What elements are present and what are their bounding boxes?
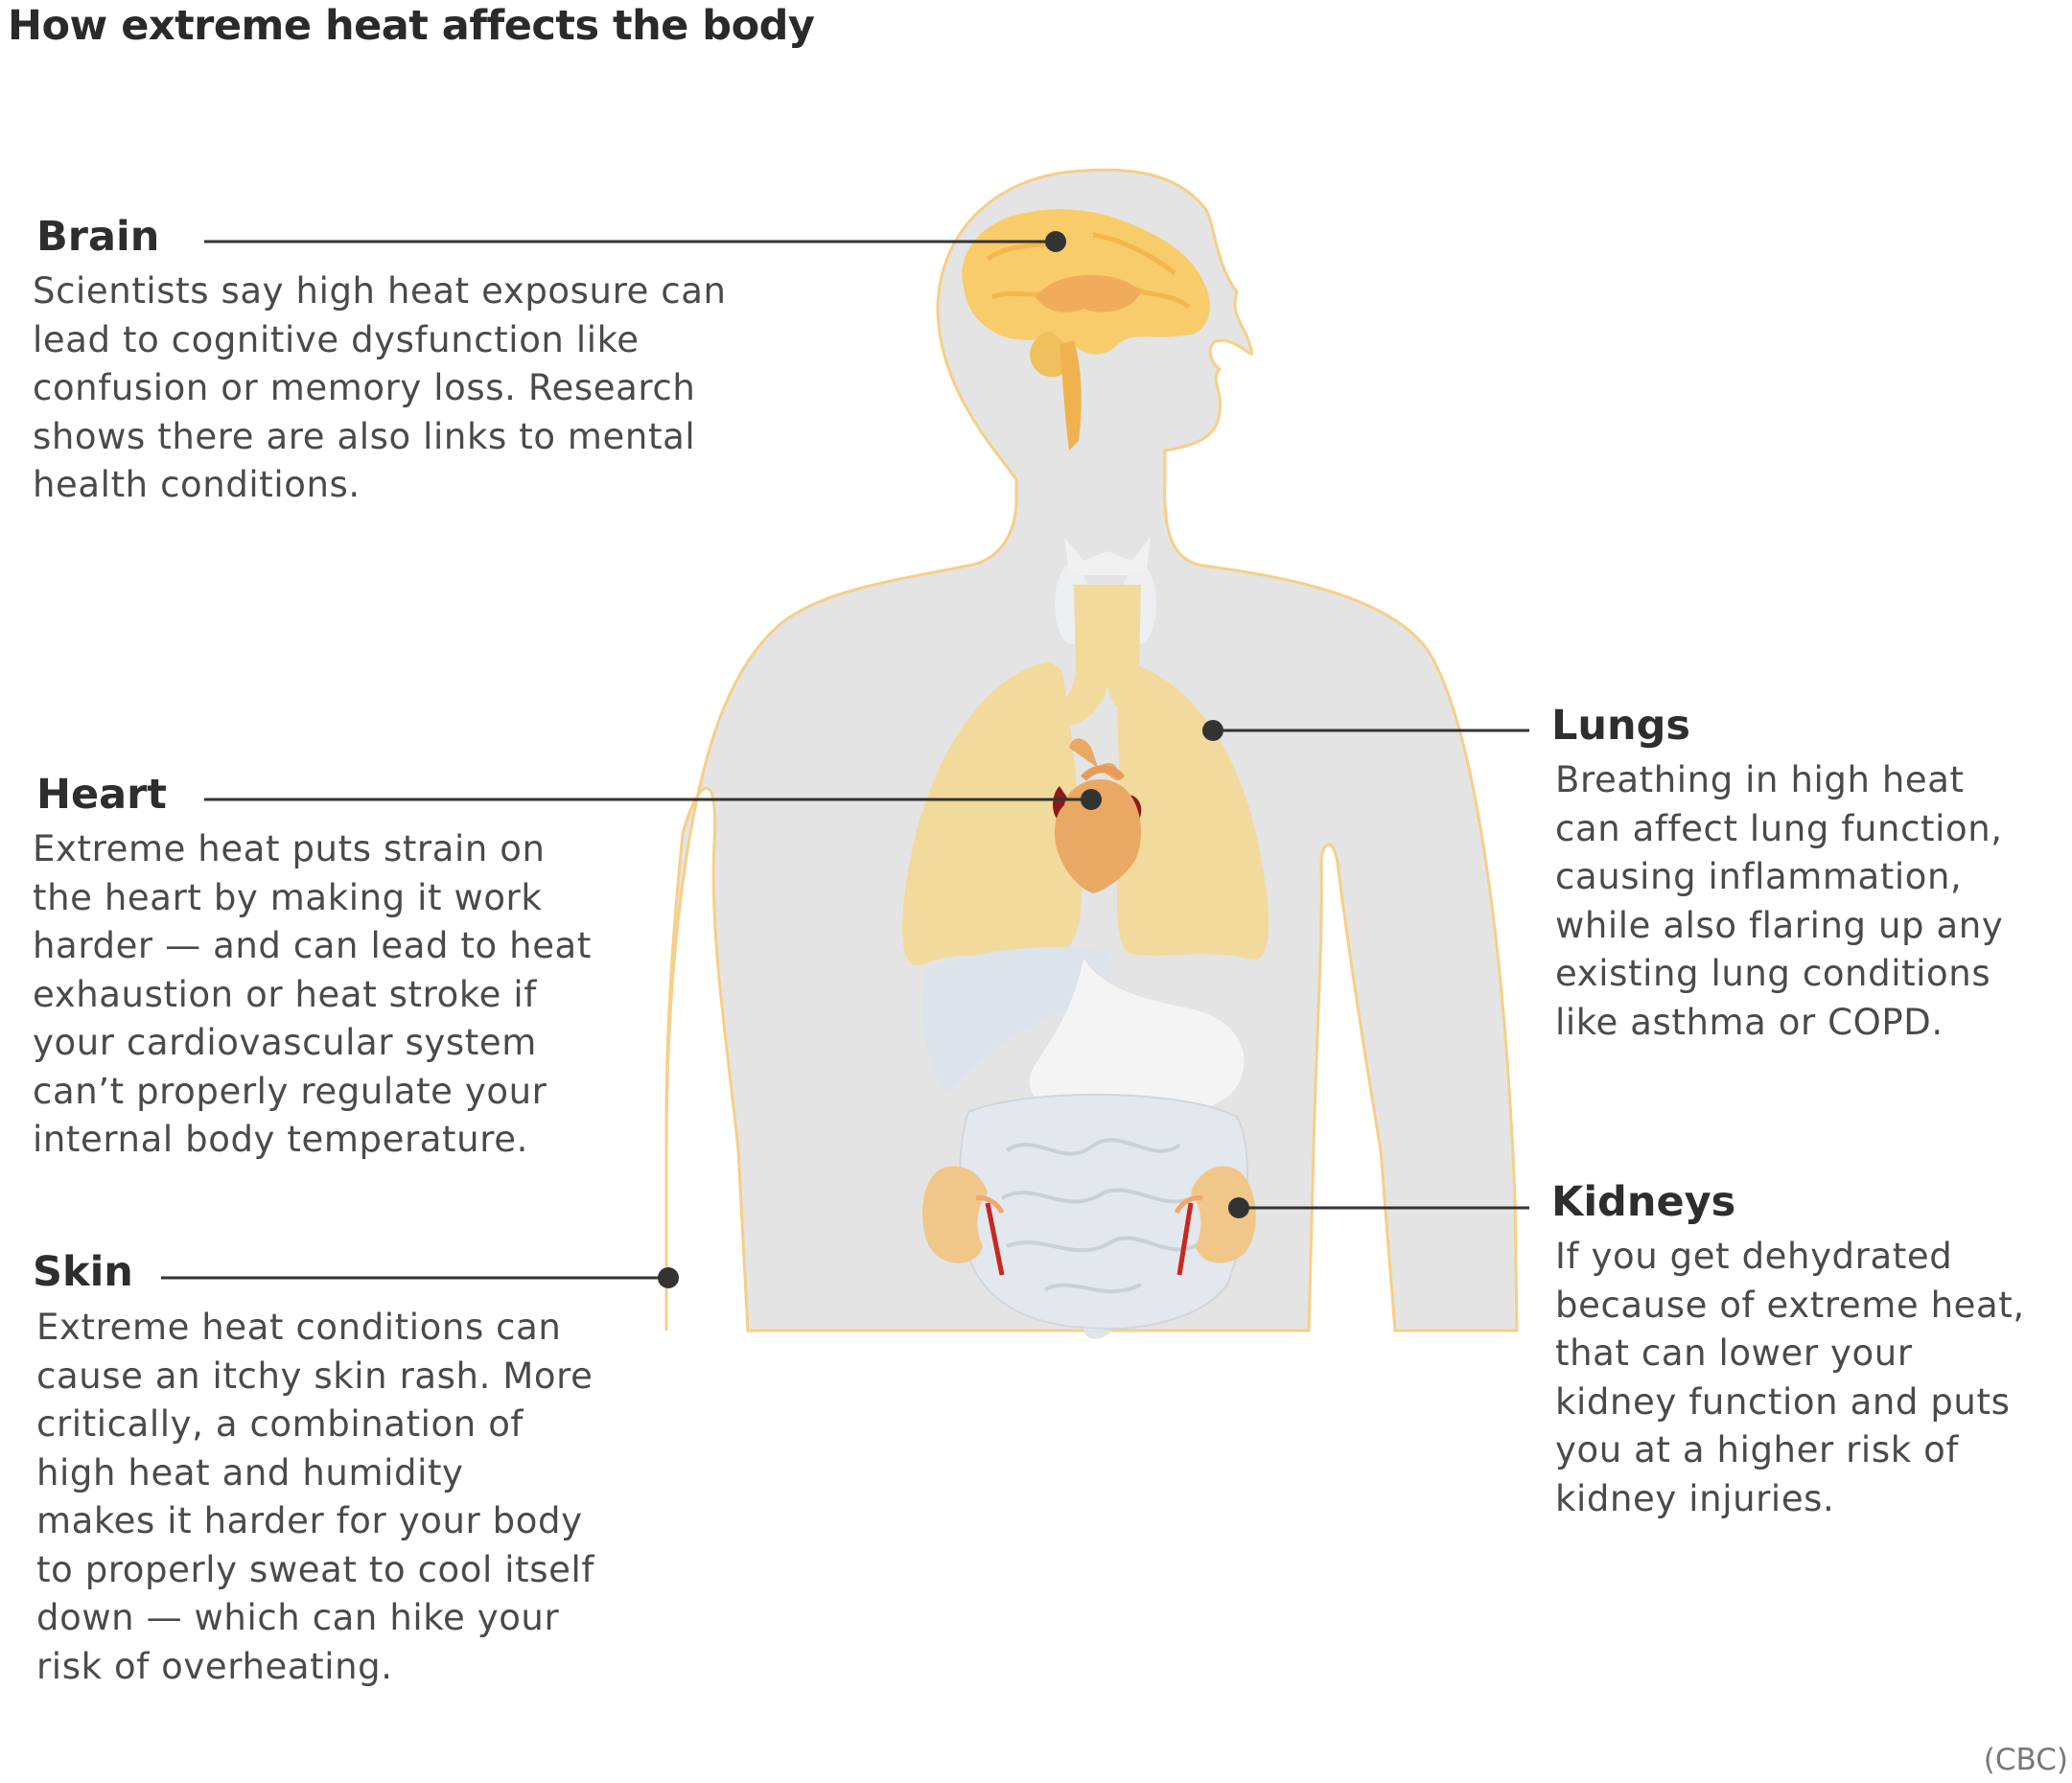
heart-heading: Heart [36,771,167,819]
stomach-icon [1029,959,1245,1113]
lungs-leader-dot [1202,720,1223,741]
right-lung-icon [1117,661,1269,961]
kidneys-description: If you get dehydrated because of extreme… [1555,1236,2025,1519]
brain-leader-dot [1045,231,1066,252]
skin-heading: Skin [33,1248,133,1296]
brain-heading: Brain [36,213,160,261]
lungs-description: Breathing in high heat can affect lung f… [1555,759,2004,1043]
heart-description: Extreme heat puts strain on the heart by… [33,828,592,1160]
right-kidney-icon [1174,1166,1256,1276]
leader-lines [161,240,1529,1280]
heart-icon [1053,738,1142,893]
skin-description: Extreme heat conditions can cause an itc… [36,1307,594,1687]
skin-leader-dot [658,1267,679,1288]
left-lung-icon [902,661,1083,966]
kidneys-heading: Kidneys [1551,1178,1736,1226]
leader-dots [658,231,1249,1288]
kidneys-leader-dot [1228,1197,1249,1218]
left-kidney-icon [922,1166,1005,1276]
brain-icon [962,209,1210,451]
liver-icon [921,946,1112,1093]
source-credit: (CBC) [1983,1743,2068,1777]
lungs-heading: Lungs [1551,702,1690,750]
heart-leader-dot [1081,789,1102,810]
page-title: How extreme heat affects the body [8,2,815,50]
brain-description: Scientists say high heat exposure can le… [33,270,727,505]
